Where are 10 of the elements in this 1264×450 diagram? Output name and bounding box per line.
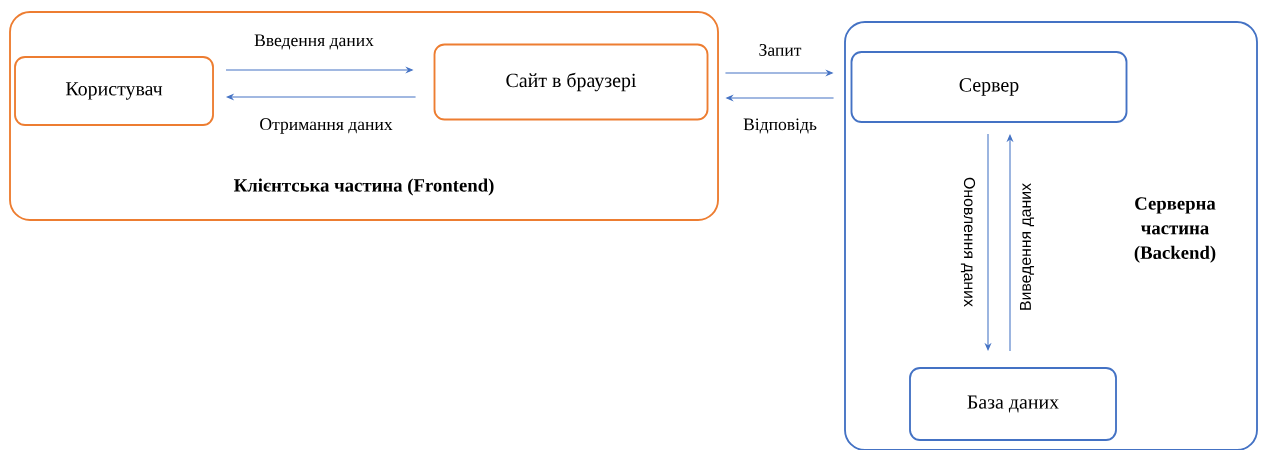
process-box: Сервер <box>850 51 1128 123</box>
edge-label: Оновлення даних <box>960 177 976 307</box>
process-box: База даних <box>909 367 1117 441</box>
edge-label: Отримання даних <box>260 118 393 134</box>
edge-label: Відповідь <box>743 118 817 134</box>
edge-label: Виведення даних <box>1020 183 1035 310</box>
edge-label: Введення даних <box>254 34 374 50</box>
process-box: Користувач <box>14 56 214 126</box>
process-box: Сайт в браузері <box>433 43 709 121</box>
edge-label: Запит <box>759 44 802 56</box>
